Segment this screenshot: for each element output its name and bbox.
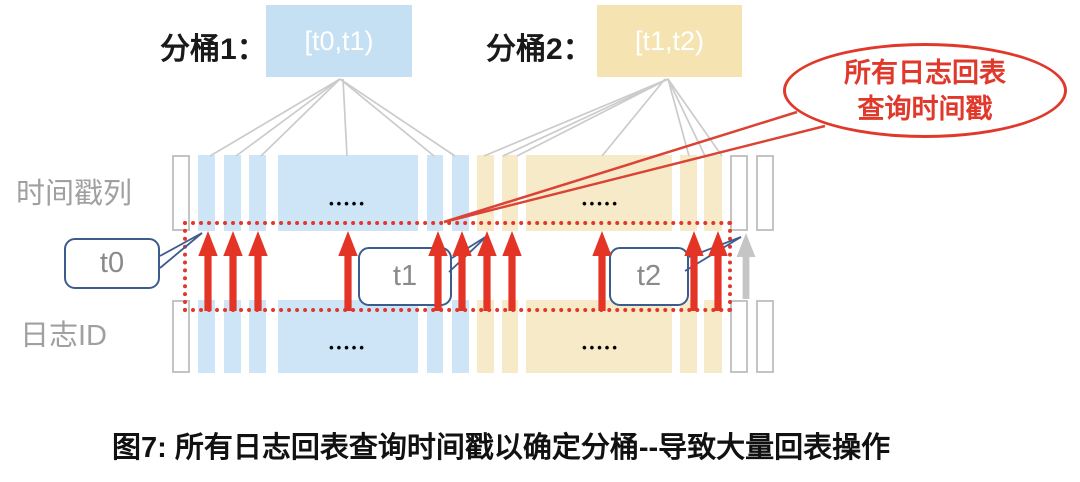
strip-blue (249, 155, 266, 231)
marker-t0: t0 (64, 238, 160, 289)
strip-yellow (680, 300, 697, 373)
bucket2-range-box: [t1,t2) (597, 5, 742, 77)
strip-yellow-wide (526, 300, 672, 373)
strip-white (172, 155, 190, 231)
callout-text-line1: 所有日志回表 (844, 57, 1006, 88)
marker-t2-label: t2 (636, 260, 662, 292)
bucket1-label: 分桶1： (160, 33, 267, 66)
strip-blue-wide (278, 155, 418, 231)
strip-white (756, 300, 774, 373)
ellipsis-bottom-yellow: ••••• (582, 340, 620, 355)
strip-blue (427, 300, 443, 373)
ellipsis-top-blue: ••••• (329, 196, 367, 211)
strip-blue (452, 155, 469, 231)
ellipsis-top-yellow: ••••• (582, 196, 620, 211)
strip-yellow-wide (526, 155, 672, 231)
strip-blue-wide (278, 300, 418, 373)
strip-blue (224, 155, 241, 231)
strip-yellow (704, 155, 722, 231)
strip-yellow (477, 300, 494, 373)
log-id-label: 日志ID (20, 320, 108, 352)
callout-ellipse: 所有日志回表 查询时间戳 (783, 43, 1067, 138)
bucket2-fan-lines (483, 78, 723, 157)
strip-blue (249, 300, 266, 373)
strip-yellow (680, 155, 697, 231)
callout-text-line2: 查询时间戳 (857, 93, 993, 124)
strip-yellow (704, 300, 722, 373)
ellipsis-bottom-blue: ••••• (329, 340, 367, 355)
strip-yellow (502, 300, 518, 373)
strip-blue (427, 155, 443, 231)
strip-white (730, 155, 748, 231)
strip-blue (198, 155, 215, 231)
strip-white (756, 155, 774, 231)
marker-t1-label: t1 (392, 260, 418, 292)
marker-t0-label: t0 (99, 247, 125, 279)
strip-yellow (502, 155, 518, 231)
bucket1-range-text: [t0,t1) (304, 25, 374, 56)
marker-t2: t2 (609, 247, 689, 306)
strip-blue (224, 300, 241, 373)
bucket1-fan-lines (209, 78, 456, 157)
up-arrow-gray (736, 233, 756, 299)
bucket2-range-text: [t1,t2) (634, 25, 705, 56)
marker-t1: t1 (358, 247, 452, 306)
strip-blue (452, 300, 469, 373)
strip-yellow (477, 155, 494, 231)
bucket2-label: 分桶2： (486, 33, 593, 66)
strip-blue (198, 300, 215, 373)
timestamp-column-label: 时间戳列 (16, 178, 133, 210)
strip-white (730, 300, 748, 373)
figure-caption: 图7: 所有日志回表查询时间戳以确定分桶--导致大量回表操作 (112, 432, 891, 464)
strip-white (172, 300, 190, 373)
bucket1-range-box: [t0,t1) (266, 5, 412, 77)
